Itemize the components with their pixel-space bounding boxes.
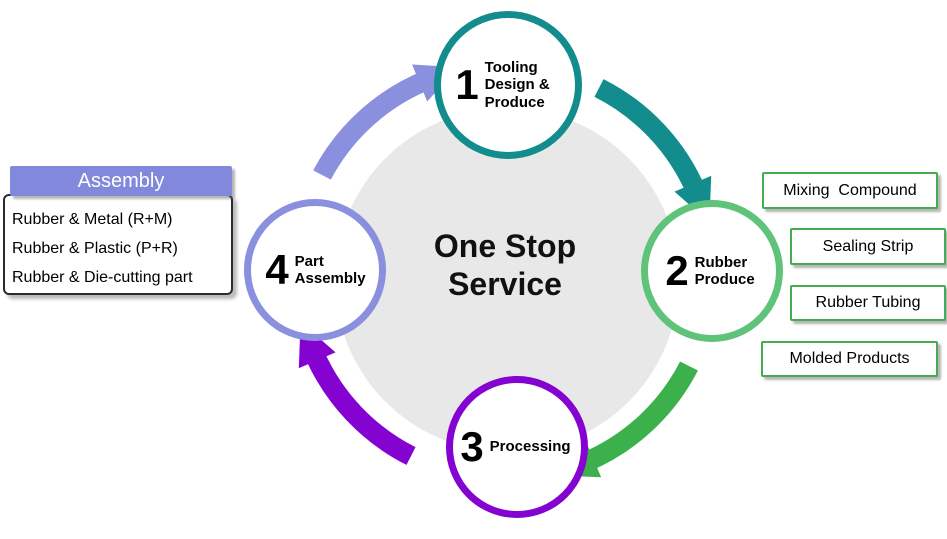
step-number: 2 [665,247,689,294]
arrow-step1-to-step2 [594,79,712,223]
arrow-step2-to-step3 [554,361,698,478]
assembly-panel-header: Assembly [10,166,232,196]
center-background-circle [335,108,679,452]
product-box-molded-products: Molded Products [761,341,938,377]
step-circle-tooling-design-produce: 1 Tooling Design & Produce [434,11,582,159]
arrow-step4-to-step1 [313,64,459,180]
arrow-step3-to-step4 [298,321,416,465]
product-box-mixing-compound: Mixing Compound [762,172,938,209]
center-title: One Stop Service [380,228,630,304]
step-label: Processing [489,438,571,456]
step-circle-rubber-produce: 2 Rubber Produce [641,200,783,342]
step-label: Tooling Design & Produce [484,59,550,111]
product-box-rubber-tubing: Rubber Tubing [790,285,946,321]
step-number: 4 [265,246,289,293]
step-number: 3 [460,423,484,470]
assembly-item-rubber-plastic: Rubber & Plastic (P+R) [12,240,178,257]
step-circle-part-assembly: 4 Part Assembly [244,199,386,341]
step-label: Part Assembly [294,252,366,287]
assembly-item-rubber-die-cutting: Rubber & Die-cutting part [12,269,193,286]
assembly-panel-body: Rubber & Metal (R+M) Rubber & Plastic (P… [3,194,233,295]
center-title-line1: One Stop [433,228,577,264]
step-circle-processing: 3 Processing [446,376,588,518]
step-number: 1 [455,61,479,108]
center-title-line2: Service [448,265,562,302]
assembly-item-rubber-metal: Rubber & Metal (R+M) [12,211,173,228]
step-label: Rubber Produce [694,253,755,288]
product-box-sealing-strip: Sealing Strip [790,228,946,265]
